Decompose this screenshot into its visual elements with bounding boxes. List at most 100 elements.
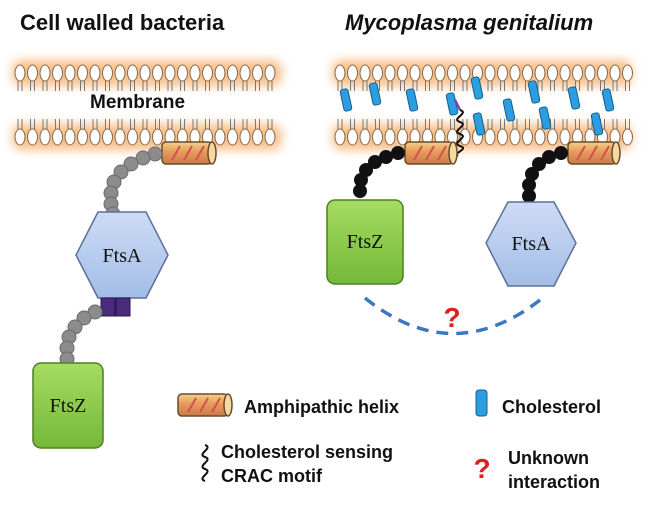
- lipid-head: [102, 64, 113, 82]
- cholesterol-molecule: [368, 82, 382, 106]
- legend-unknown-question-mark: ?: [473, 453, 490, 484]
- lipid-head: [64, 64, 76, 82]
- lipid-head: [202, 64, 213, 82]
- legend-helix-icon: [177, 393, 233, 417]
- lipid-tail: [42, 119, 48, 129]
- lipid-tail: [92, 119, 98, 129]
- lipid-head: [384, 64, 396, 82]
- lipid-head: [522, 64, 533, 82]
- right-ftsz-label: FtsZ: [347, 231, 384, 253]
- legend-unknown-line2: interaction: [508, 472, 600, 492]
- lipid-tail: [400, 81, 405, 91]
- lipid-head: [609, 64, 621, 82]
- legend-unknown-line1: Unknown: [508, 448, 589, 468]
- lipid-tail: [612, 81, 618, 91]
- legend-amphipathic-helix-label: Amphipathic helix: [244, 397, 399, 417]
- lipid-tail: [80, 119, 85, 129]
- lipid-tail: [267, 119, 273, 129]
- cholesterol-molecule: [527, 80, 541, 104]
- cholesterol-molecule: [601, 88, 615, 112]
- lipid-head: [52, 128, 63, 146]
- lipid-head: [227, 128, 238, 146]
- lipid-tail: [255, 119, 260, 129]
- left-grey-linker-lower: [59, 304, 103, 367]
- lipid-head: [27, 64, 38, 82]
- cholesterol-molecule: [472, 112, 486, 136]
- lipid-tail: [130, 119, 135, 129]
- lipid-tail: [387, 81, 393, 91]
- lipid-tail: [67, 119, 73, 129]
- legend-cholesterol-icon: [475, 389, 488, 417]
- lipid-head: [422, 64, 433, 82]
- lipid-tail: [400, 119, 405, 129]
- lipid-head: [347, 128, 358, 146]
- left-ftsa-label: FtsA: [103, 245, 142, 267]
- right-title: Mycoplasma genitalium: [345, 10, 593, 35]
- lipid-tail: [105, 81, 110, 91]
- lipid-head: [14, 128, 26, 146]
- cholesterol-molecule: [339, 88, 353, 112]
- lipid-head: [214, 128, 226, 146]
- lipid-tail: [55, 81, 60, 91]
- lipid-head: [522, 128, 533, 146]
- lipid-head: [622, 128, 633, 146]
- lipid-tail: [267, 81, 273, 91]
- lipid-tail: [500, 119, 505, 129]
- lipid-head: [584, 64, 596, 82]
- lipid-tail: [425, 119, 430, 129]
- lipid-tail: [117, 81, 123, 91]
- lipid-tail: [230, 119, 235, 129]
- lipid-tail: [450, 119, 455, 129]
- lipid-tail: [230, 81, 235, 91]
- lipid-head: [434, 64, 446, 82]
- lipid-tail: [462, 81, 468, 91]
- right-black-linker-ftsz: [353, 146, 405, 198]
- lipid-head: [89, 128, 101, 146]
- lipid-tail: [350, 81, 355, 91]
- lipid-head: [334, 128, 346, 146]
- lipid-tail: [167, 119, 173, 129]
- lipid-tail: [180, 119, 185, 129]
- lipid-tail: [192, 81, 198, 91]
- lipid-head: [52, 64, 63, 82]
- lipid-head: [164, 64, 176, 82]
- lipid-head: [534, 64, 546, 82]
- lipid-head: [397, 64, 408, 82]
- lipid-head: [239, 128, 251, 146]
- lipid-tail: [625, 81, 630, 91]
- left-amphipathic-helix: [161, 141, 217, 165]
- lipid-head: [14, 64, 26, 82]
- lipid-tail: [217, 119, 223, 129]
- left-title: Cell walled bacteria: [20, 10, 225, 35]
- lipid-head: [484, 64, 496, 82]
- lipid-tail: [450, 81, 455, 91]
- lipid-tail: [17, 119, 23, 129]
- lipid-head: [334, 64, 346, 82]
- lipid-tail: [80, 81, 85, 91]
- lipid-head: [509, 128, 521, 146]
- lipid-head: [359, 64, 371, 82]
- lipid-head: [372, 128, 383, 146]
- right-black-linker-ftsa: [522, 146, 568, 203]
- membrane-label: Membrane: [90, 92, 185, 113]
- lipid-head: [139, 64, 151, 82]
- lipid-tail: [625, 119, 630, 129]
- lipid-head: [497, 128, 508, 146]
- left-ftsa-hexagon: FtsA: [75, 211, 169, 299]
- lipid-head: [102, 128, 113, 146]
- ftsa-c-terminal-tail: [100, 297, 131, 317]
- lipid-tail: [180, 81, 185, 91]
- lipid-tail: [437, 119, 443, 129]
- lipid-tail: [255, 81, 260, 91]
- right-helix-2: [567, 141, 621, 165]
- lipid-head: [534, 128, 546, 146]
- lipid-tail: [242, 119, 248, 129]
- lipid-head: [127, 64, 138, 82]
- lipid-head: [27, 128, 38, 146]
- cholesterol-molecule: [567, 86, 581, 110]
- legend-crac-line2: CRAC motif: [221, 466, 323, 486]
- lipid-head: [459, 128, 471, 146]
- lipid-head: [152, 128, 163, 146]
- lipid-tail: [142, 119, 148, 129]
- unknown-interaction-question-mark: ?: [443, 302, 460, 333]
